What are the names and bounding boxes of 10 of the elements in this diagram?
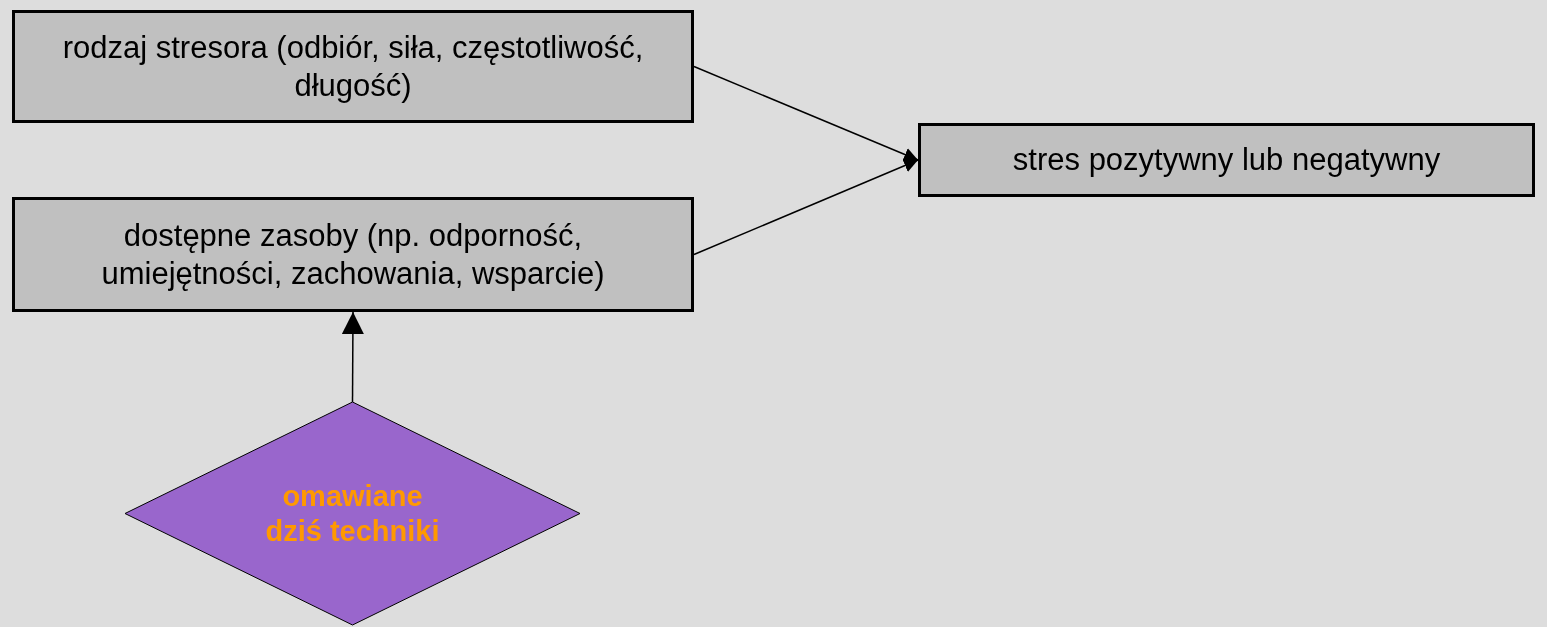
arrow <box>693 65 919 162</box>
box-label: dostępne zasoby (np. odporność, umiejętności, zachowania, wsparcie) <box>100 217 606 292</box>
process-box <box>918 123 1535 197</box>
process-box <box>12 197 694 312</box>
box-label: rodzaj stresora (odbiór, siła, częstotliwość, długość) <box>61 29 645 104</box>
arrow <box>693 159 919 256</box>
arrow <box>341 311 364 403</box>
box-label: stres pozytywny lub negatywny <box>1012 141 1441 179</box>
diamond-label: omawiane dziś techniki <box>264 478 441 549</box>
process-box <box>12 10 694 123</box>
